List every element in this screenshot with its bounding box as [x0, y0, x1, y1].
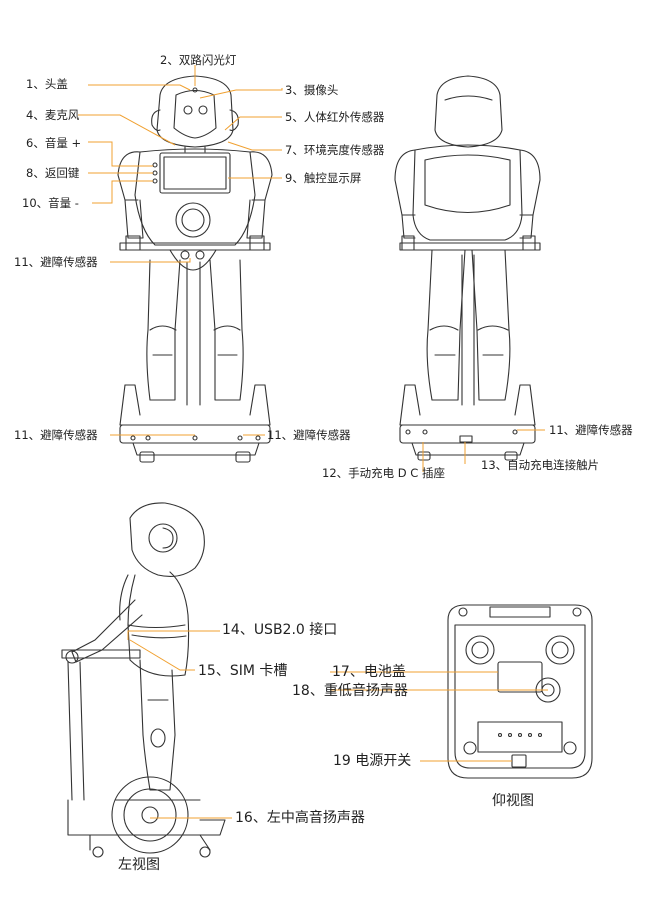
label-camera: 3、摄像头: [285, 83, 339, 97]
label-power-switch: 19 电源开关: [333, 753, 412, 769]
label-obstacle-sensor-back: 11、避障传感器: [549, 423, 633, 437]
label-obstacle-sensor-base-right: 11、避障传感器: [267, 428, 351, 442]
bottom-view-robot: [447, 604, 593, 779]
label-usb-port: 14、USB2.0 接口: [222, 622, 338, 638]
label-back-key: 8、返回键: [26, 166, 80, 180]
label-microphone: 4、麦克风: [26, 108, 80, 122]
label-mid-high-speaker: 16、左中高音扬声器: [235, 810, 365, 826]
label-infrared-sensor: 5、人体红外传感器: [285, 110, 385, 124]
back-view-robot: [394, 75, 541, 461]
label-auto-charging-contacts: 13、自动充电连接触片: [481, 458, 600, 472]
label-ambient-light-sensor: 7、环境亮度传感器: [285, 143, 385, 157]
label-obstacle-sensor-base-left: 11、避障传感器: [14, 428, 98, 442]
label-touch-display: 9、触控显示屏: [285, 171, 362, 185]
label-dc-charging-socket: 12、手动充电 D C 插座: [322, 466, 445, 480]
label-subwoofer: 18、重低音扬声器: [292, 683, 408, 699]
left-view-robot: [61, 502, 226, 858]
bottom-view-title: 仰视图: [492, 793, 534, 809]
left-view-title: 左视图: [118, 857, 160, 873]
label-volume-up: 6、音量 +: [26, 136, 82, 150]
label-dual-flash-light: 2、双路闪光灯: [160, 53, 237, 67]
label-sim-slot: 15、SIM 卡槽: [198, 663, 288, 679]
label-obstacle-sensor-front: 11、避障传感器: [14, 255, 98, 269]
front-view-robot: [117, 75, 273, 463]
label-volume-down: 10、音量 -: [22, 196, 79, 210]
label-head-cover: 1、头盖: [26, 77, 68, 91]
label-battery-cover: 17、电池盖: [332, 664, 406, 680]
callout-leader-lines: [78, 65, 548, 819]
